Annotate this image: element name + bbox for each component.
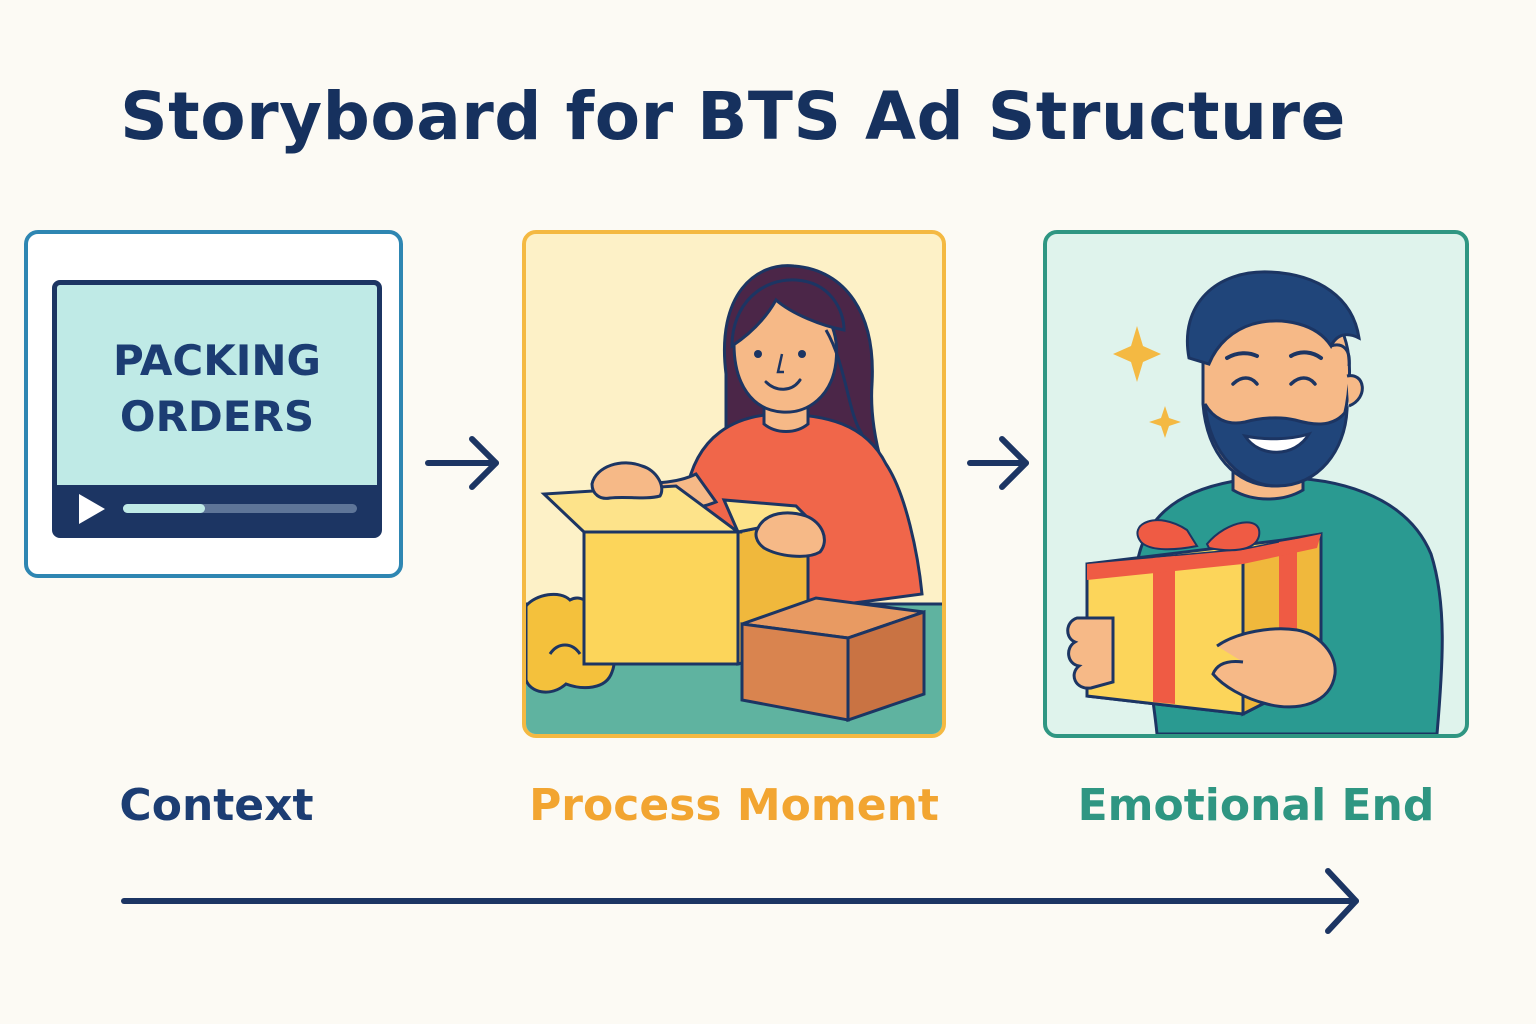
video-title-line-1: PACKING [112,336,322,385]
stage-label-context: Context [119,780,314,831]
video-title-line-2: ORDERS [119,392,315,441]
panel-emotional [1043,230,1469,738]
video-progress-fill [123,504,205,513]
video-player[interactable]: PACKING ORDERS [52,280,382,538]
play-icon[interactable] [79,494,105,524]
page-title: Storyboard for BTS Ad Structure [120,78,1346,155]
long-arrow-right-icon [121,868,1359,934]
panel-process [522,230,946,738]
sparkle-icon [1113,326,1161,382]
video-progress-track[interactable] [123,504,357,513]
arrow-right-icon [967,436,1029,490]
stage-label-process: Process Moment [529,780,939,831]
woman-packing-box-illustration [526,264,942,734]
stage-label-emotional: Emotional End [1077,780,1435,831]
panel-context: PACKING ORDERS [24,230,403,578]
arrow-right-icon [425,436,499,490]
video-controls-bar [57,485,377,533]
sparkle-icon [1149,406,1181,438]
man-receiving-gift-illustration [1066,270,1444,734]
